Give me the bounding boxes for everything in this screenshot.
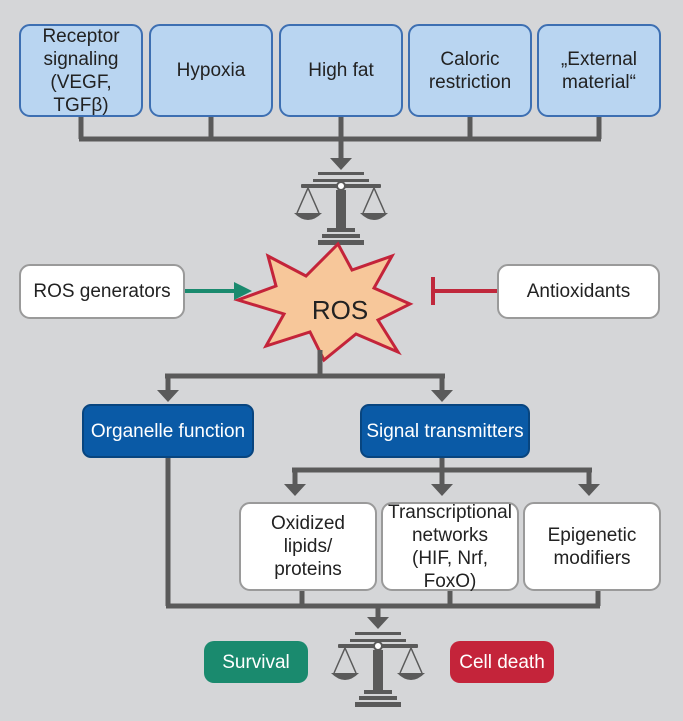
input-connector-lines [78, 117, 602, 160]
ros-generators-box: ROS generators [19, 264, 185, 319]
target-epigenetic-modifiers: Epigenetic modifiers [523, 502, 661, 591]
antioxidants-box: Antioxidants [497, 264, 660, 319]
organelle-arrowhead [157, 390, 179, 402]
input-hypoxia: Hypoxia [149, 24, 273, 117]
input-caloric-restriction: Caloric restriction [408, 24, 532, 117]
transmitter-branch-lines [292, 458, 592, 486]
input-external-material: „External material“ [537, 24, 661, 117]
ros-branch-lines [165, 350, 445, 392]
organelle-function-box: Organelle function [82, 404, 254, 458]
target-arrowhead-3 [578, 484, 600, 496]
ros-label: ROS [311, 294, 369, 325]
inhibition-bar [431, 277, 497, 305]
activation-arrow [185, 282, 252, 300]
balance-scale-icon [331, 632, 425, 707]
balance-scale-icon [294, 172, 388, 245]
input-receptor-signaling: Receptor signaling (VEGF, TGFβ) [19, 24, 143, 117]
target-oxidized-lipids: Oxidized lipids/ proteins [239, 502, 377, 591]
target-arrowhead-2 [431, 484, 453, 496]
input-high-fat: High fat [279, 24, 403, 117]
output-arrowhead [367, 617, 389, 629]
target-arrowhead-1 [284, 484, 306, 496]
survival-badge: Survival [204, 641, 308, 683]
output-connector-lines [165, 458, 601, 619]
signal-transmitters-box: Signal transmitters [360, 404, 530, 458]
target-transcriptional-networks: Transcriptional networks (HIF, Nrf, FoxO… [381, 502, 519, 592]
input-arrowhead [330, 158, 352, 170]
transmitter-arrowhead [431, 390, 453, 402]
cell-death-badge: Cell death [450, 641, 554, 683]
ros-starburst [233, 241, 414, 363]
